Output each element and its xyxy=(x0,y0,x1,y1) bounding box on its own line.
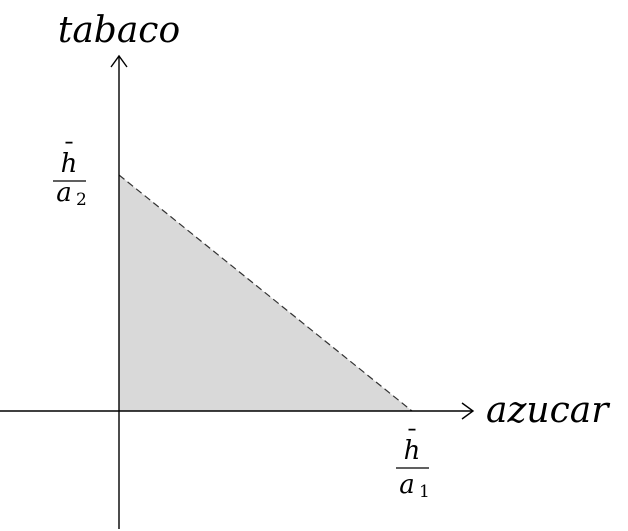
x-intercept-bar: ¯ xyxy=(406,425,418,453)
y-intercept-label: ¯ h a 2 xyxy=(53,138,87,210)
y-intercept-subscript: 2 xyxy=(76,190,87,210)
x-axis-label: azucar xyxy=(486,390,610,431)
budget-line xyxy=(118,174,413,412)
y-intercept-denominator: a xyxy=(56,178,72,208)
x-intercept-denominator: a xyxy=(399,470,415,500)
y-intercept-bar: ¯ xyxy=(63,138,75,166)
x-axis-arrowhead xyxy=(461,402,475,420)
y-intercept-numerator: h xyxy=(61,149,78,179)
x-intercept-subscript: 1 xyxy=(419,482,430,502)
x-intercept-numerator: h xyxy=(404,436,421,466)
x-intercept-label: ¯ h a 1 xyxy=(396,425,430,502)
y-axis-label: tabaco xyxy=(58,10,180,51)
y-axis-arrowhead xyxy=(110,54,128,68)
